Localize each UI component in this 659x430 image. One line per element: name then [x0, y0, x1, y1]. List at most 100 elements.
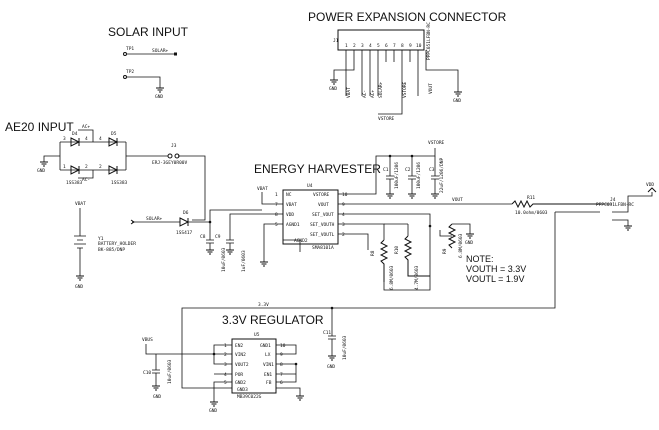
connector-net-acm: AC- — [362, 90, 368, 98]
harvester-pinnum-4: 4 — [342, 212, 345, 218]
harvester-agnd-ground — [260, 261, 268, 267]
regulator-pin-gnd3: GND3 — [237, 387, 248, 393]
harvester-pinnum-3: 3 — [342, 222, 345, 228]
regulator-pinnum-2: 2 — [224, 352, 227, 358]
connector-j1-body — [337, 29, 425, 51]
regulator-pin-gnd2: GND2 — [235, 380, 246, 386]
output-vdd-arrow — [647, 187, 657, 193]
harvester-r8-label: R8 — [370, 250, 376, 256]
harvester-c8-label: C8 — [200, 234, 206, 240]
ae20-d2-part: 1SS383 — [66, 180, 83, 186]
ae20-d5-pin: 4 — [99, 136, 102, 142]
harvester-pin-setvout: SET_VOUT — [312, 212, 334, 218]
regulator-c11-value: 10uF/0603 — [342, 335, 348, 360]
regulator-pin-en2: EN2 — [235, 343, 243, 349]
ae20-j3-pad-a — [167, 153, 173, 159]
energy-harvester: U4 SMA8101A NC VBAT VDD AGND1 AGND2 1 7 … — [130, 140, 512, 291]
solar-tp1-label: TP1 — [126, 46, 134, 52]
solar-net-label: SOLAR+ — [152, 48, 169, 54]
harvester-pin-setvouth: SET_VOUTH — [310, 222, 335, 228]
harvester-vout-net: VOUT — [452, 197, 463, 203]
harvester-d6-part: 1SS417 — [176, 230, 193, 236]
harvester-r10-label: R10 — [394, 246, 400, 254]
connector-ground-symbol-right — [454, 91, 462, 97]
solar-net-flag — [174, 52, 177, 56]
harvester-c9-ground — [226, 249, 234, 255]
ae20-d2-pin: 1 — [63, 164, 66, 170]
ae20-ground-symbol — [40, 161, 48, 167]
battery-part: BK-885/DNP — [98, 247, 125, 253]
harvester-u4-body — [282, 189, 339, 245]
harvester-d6-label: D6 — [183, 210, 189, 216]
note-vouth: VOUTH = 3.3V — [466, 264, 526, 274]
regulator-pin-vin1: VIN1 — [263, 362, 274, 368]
connector-net-vout: VOUT — [428, 83, 434, 94]
output-r11-label: R11 — [527, 195, 535, 201]
ae20-diode-d4: D4 3 4 — [63, 131, 88, 147]
harvester-r9-value: 6.8M/0603 — [458, 233, 464, 258]
connector-pin-4: 4 — [369, 43, 372, 49]
ae20-diode-d3: 1SS383 2 — [99, 164, 128, 186]
connector-pin-7: 7 — [393, 43, 396, 49]
connector-pin-2: 2 — [353, 43, 356, 49]
regulator-vbus-net: VBUS — [142, 337, 153, 343]
output-ground-symbol — [624, 225, 632, 231]
regulator-u5-ref: U5 — [254, 332, 260, 338]
regulator-pin-lx: LX — [265, 352, 271, 358]
ae20-d3-pin: 2 — [99, 164, 102, 170]
harvester-c2-label: C2 — [405, 167, 411, 173]
harvester-pin-nc: NC — [286, 192, 292, 198]
harvester-pinnum-2: 2 — [342, 232, 345, 238]
regulator-c11-gnd: GND — [327, 364, 335, 370]
harvester-pin-vbat: VBAT — [286, 202, 297, 208]
regulator-c11-ground — [328, 355, 336, 361]
regulator-pinnum-8: 8 — [280, 362, 283, 368]
connector-net-vbat: VBAT — [346, 87, 352, 98]
harvester-r9-ground — [466, 233, 474, 239]
harvester-c9-value: 1uF/0603 — [241, 250, 247, 272]
energy-harvester-title: ENERGY HARVESTER — [254, 162, 381, 176]
harvester-c1-value: 100uF/1206 — [394, 162, 400, 189]
regulator-gnd-label: GND — [209, 408, 217, 414]
regulator-title: 3.3V REGULATOR — [222, 313, 324, 327]
output-resistor-r11 — [511, 199, 600, 209]
ae20-input-title: AE20 INPUT — [5, 120, 74, 134]
regulator-c10-gnd: GND — [153, 394, 161, 400]
connector-j1-ref: J1 — [333, 38, 339, 44]
solar-ground-symbol — [156, 87, 164, 93]
ae20-d2-pin2: 2 — [85, 164, 88, 170]
note-voutl: VOUTL = 1.9V — [466, 274, 524, 284]
harvester-pin-agnd2: AGND2 — [294, 238, 308, 244]
harvester-r8-value: 6.8M/0603 — [389, 265, 395, 290]
connector-net-vstore: VSTORE — [402, 81, 408, 98]
regulator-ground-symbol — [210, 401, 218, 407]
regulator-pinnum-7: 7 — [280, 372, 283, 378]
battery-vbat-net: VBAT — [75, 201, 86, 207]
ae20-j3-pad-b — [174, 153, 180, 159]
harvester-u4-part: SMA8101A — [312, 245, 334, 251]
harvester-c1-label: C1 — [383, 167, 389, 173]
regulator-pin-fb: FB — [266, 380, 272, 386]
ae20-d3-part: 1SS383 — [111, 180, 128, 186]
harvester-c8-value: 10uF/0603 — [221, 247, 227, 272]
harvester-u4-ref: U4 — [307, 183, 313, 189]
connector-net-solar: SOLAR+ — [378, 81, 384, 98]
regulator-c11-label: C11 — [323, 330, 331, 336]
harvester-c3-value: 22uF/1206/DNP — [439, 157, 445, 193]
harvester-c2-ground — [408, 193, 416, 199]
harvester-c1-ground — [386, 193, 394, 199]
regulator-pin-en1: EN1 — [264, 372, 272, 378]
battery-holder: VBAT GND Y1 BATTERY_HOLDER BK-885/DNP — [74, 201, 136, 290]
harvester-pinnum-10: 10 — [342, 192, 348, 198]
connector-pin-10: 10 — [416, 43, 422, 49]
ae20-diode-d2: 1SS383 1 2 — [63, 164, 88, 186]
harvester-pin-agnd1: AGND1 — [286, 222, 300, 228]
regulator-pin-gnd1: GND1 — [260, 343, 271, 349]
ae20-d4-label: D4 — [72, 131, 78, 137]
harvester-gnd-label: GND — [465, 240, 473, 246]
regulator-u5-body — [231, 338, 277, 394]
battery-ground-symbol — [76, 275, 84, 281]
harvester-c3-label: C3 — [429, 167, 435, 173]
note-block: NOTE: VOUTH = 3.3V VOUTL = 1.9V — [466, 254, 526, 284]
